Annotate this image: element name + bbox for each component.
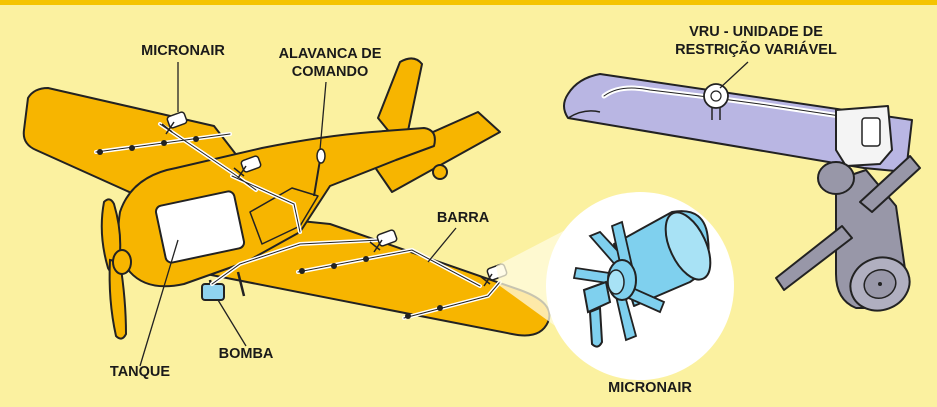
label-vru-line1: VRU - UNIDADE DE: [689, 24, 823, 40]
pump-shape: [201, 283, 225, 301]
control-lever-knob: [316, 148, 326, 164]
vru-blade-lower: [775, 225, 853, 291]
label-micronair-bottom: MICRONAIR: [608, 380, 692, 396]
label-micronair-top: MICRONAIR: [141, 43, 225, 59]
control-lever: [313, 159, 321, 197]
micronair-small-2: [233, 155, 262, 179]
label-vru-line2: RESTRIÇÃO VARIÁVEL: [675, 42, 837, 58]
label-alavanca-line2: COMANDO: [291, 64, 369, 80]
leader-vru: [719, 61, 749, 89]
label-alavanca-line1: ALAVANCA DE: [278, 46, 382, 62]
airplane-cockpit: [249, 187, 319, 245]
airplane-propeller-lower: [108, 258, 128, 340]
micronair-closeup: [572, 210, 712, 348]
leader-barra: [427, 227, 457, 263]
label-tanque: TANQUE: [109, 364, 171, 380]
vru-valve: [703, 83, 729, 120]
vru-blade-upper: [859, 155, 921, 213]
airplane: [22, 57, 551, 340]
airplane-tail-wheel: [432, 164, 448, 180]
label-barra: BARRA: [436, 210, 490, 226]
airplane-spinner: [112, 249, 132, 275]
label-bomba: BOMBA: [218, 346, 274, 362]
airplane-horizontal-tail: [369, 111, 501, 193]
leader-alavanca: [319, 81, 327, 151]
micronair-small-1: [161, 111, 188, 135]
spray-nozzles: [97, 136, 443, 319]
tank-shape: [154, 190, 246, 264]
leader-lines: [139, 61, 749, 367]
airplane-vertical-fin: [377, 57, 423, 151]
vru-assembly: [563, 73, 921, 312]
top-stripe: [0, 0, 937, 5]
micronair-small-3: [369, 229, 398, 253]
leader-bomba: [217, 299, 247, 347]
leader-tanque: [139, 239, 179, 367]
